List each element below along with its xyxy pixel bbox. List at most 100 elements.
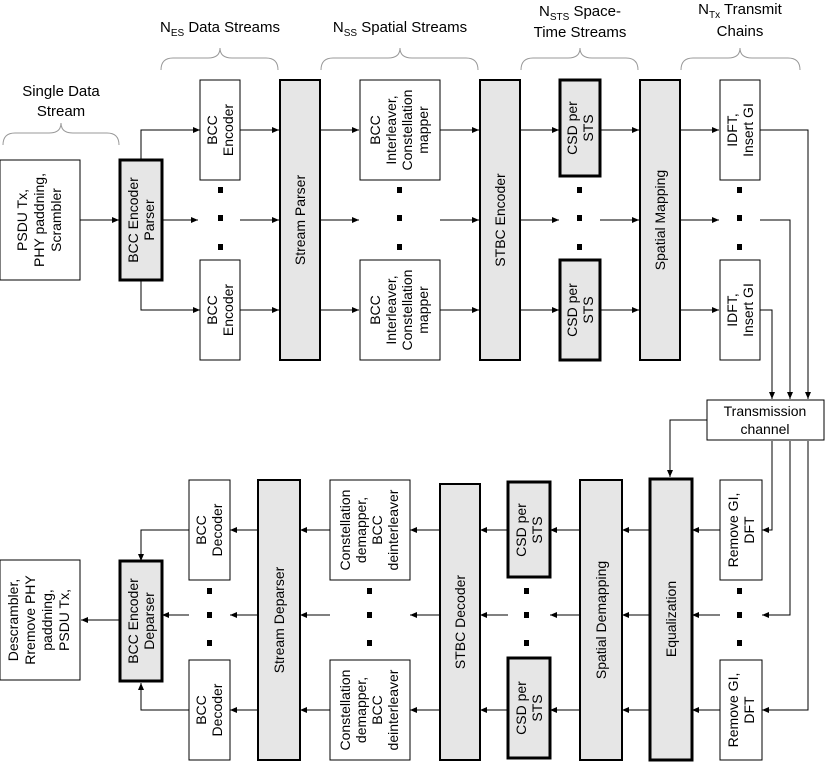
interleaver-top-line2: Interleaver, [383,95,399,164]
deinterleaver-top-line1: Constellation [337,490,353,571]
transmission-channel: Transmission channel [706,399,825,441]
output-line4: PSDU Tx, [56,589,72,651]
csd-rx-top-line2: STS [529,516,545,543]
equalization-label: Equalization [663,581,679,657]
bcc-encoder-parser: BCC Encoder Parser [118,158,164,282]
interleaver-bottom-line3: Constellation [399,270,415,351]
psdu-tx-line1: PSDU Tx, [14,189,30,251]
stbc-decoder: STBC Decoder [439,483,481,761]
csd-tx-bottom-line2: STS [580,296,596,323]
deinterleaver-bottom-line1: Constellation [337,670,353,751]
remove-gi-bottom: Remove GI, DFT [719,659,763,761]
deinterleaver-bottom-line3: BCC [369,695,385,725]
csd-rx-top: CSD per STS [506,480,552,579]
interleaver-top: BCC Interleaver, Constellation mapper [359,79,441,181]
bcc-encoder-top-line2: Encoder [220,104,236,156]
interleaver-bottom: BCC Interleaver, Constellation mapper [359,259,441,361]
output-block: Descrambler, Rremove PHY paddning, PSDU … [0,559,81,681]
bcc-parser-line1: BCC Encoder [125,177,141,263]
csd-rx-bottom: CSD per STS [506,656,552,760]
equalization: Equalization [648,477,694,762]
deinterleaver-bottom: Constellation demapper, BCC deinterleave… [329,659,411,761]
channel-line2: channel [740,421,789,437]
bcc-encoder-bottom: BCC Encoder [199,259,241,361]
csd-tx-top-line1: CSD per [564,101,580,155]
bcc-encoder-bottom-line2: Encoder [220,284,236,336]
idft-top-line1: IDFT, [724,113,740,146]
header-nes: NES Data Streams [160,19,280,39]
header-single-line1: Single Data [22,83,100,100]
remove-gi-bottom-line1: Remove GI, [725,673,741,748]
tx-wires [80,127,811,399]
bcc-parser-line2: Parser [141,199,157,241]
output-line1: Descrambler, [5,579,21,661]
ellipsis-dots [207,187,742,646]
csd-tx-top: CSD per STS [558,78,602,178]
bcc-deparser-line2: Deparser [141,592,157,650]
header-nsts-line1: NSTS Space- [539,3,621,23]
bcc-decoder-top: BCC Decoder [188,479,231,581]
deinterleaver-top-line3: BCC [369,515,385,545]
spatial-mapping-label: Spatial Mapping [652,170,668,270]
remove-gi-top-line1: Remove GI, [725,493,741,568]
spatial-mapping: Spatial Mapping [639,79,681,361]
interleaver-top-line3: Constellation [399,90,415,171]
deinterleaver-top-line4: deinterleaver [385,489,401,570]
psdu-tx-line2: PHY paddning, [31,173,47,267]
interleaver-bottom-line2: Interleaver, [383,275,399,344]
remove-gi-top-line2: DFT [741,516,757,544]
csd-tx-bottom-line1: CSD per [564,283,580,337]
bcc-decoder-bottom-line1: BCC [193,695,209,725]
bcc-encoder-top: BCC Encoder [199,79,241,181]
stbc-encoder: STBC Encoder [479,79,521,361]
bcc-deparser-line1: BCC Encoder [125,578,141,664]
output-line2: Rremove PHY [22,575,38,665]
channel-line1: Transmission [724,403,807,419]
idft-top-line2: Insert GI [740,103,756,157]
header-ntx-line1: NTx Transmit [698,1,782,21]
bcc-encoder-top-line1: BCC [204,115,220,145]
header-nss: NSS Spatial Streams [333,19,467,39]
idft-bottom-line2: Insert GI [740,283,756,337]
remove-gi-bottom-line2: DFT [741,696,757,724]
bcc-decoder-bottom: BCC Decoder [188,659,231,761]
stream-deparser-label: Stream Deparser [271,566,287,673]
csd-tx-top-line2: STS [580,114,596,141]
stream-parser: Stream Parser [279,79,321,361]
output-line3: paddning, [39,589,55,651]
spatial-demapping-label: Spatial Demapping [593,561,609,679]
spatial-demapping: Spatial Demapping [579,479,623,761]
stream-deparser: Stream Deparser [257,479,301,761]
header-single-line2: Stream [37,103,85,120]
interleaver-bottom-line4: mapper [415,286,431,334]
bcc-decoder-bottom-line2: Decoder [209,683,225,736]
interleaver-top-line4: mapper [415,106,431,154]
rx-wires [81,419,809,713]
idft-bottom: IDFT, Insert GI [719,259,761,361]
csd-tx-bottom: CSD per STS [558,258,602,362]
header-braces [2,47,801,146]
header-ntx-line2: Chains [717,23,764,40]
bcc-encoder-bottom-line1: BCC [204,295,220,325]
idft-bottom-line1: IDFT, [724,293,740,326]
bcc-encoder-deparser: BCC Encoder Deparser [118,559,164,683]
stbc-encoder-label: STBC Encoder [492,173,508,267]
bcc-decoder-top-line1: BCC [193,515,209,545]
csd-rx-bottom-line2: STS [529,694,545,721]
deinterleaver-bottom-line2: demapper, [353,677,369,743]
psdu-tx-block: PSDU Tx, PHY paddning, Scrambler [0,159,81,281]
deinterleaver-top: Constellation demapper, BCC deinterleave… [329,479,411,581]
idft-top: IDFT, Insert GI [719,79,761,181]
stbc-decoder-label: STBC Decoder [452,575,468,669]
remove-gi-top: Remove GI, DFT [719,479,763,581]
csd-rx-top-line1: CSD per [513,503,529,557]
csd-rx-bottom-line1: CSD per [513,681,529,735]
interleaver-bottom-line1: BCC [367,295,383,325]
deinterleaver-bottom-line4: deinterleaver [385,669,401,750]
bcc-decoder-top-line2: Decoder [209,503,225,556]
stream-parser-label: Stream Parser [292,175,308,266]
psdu-tx-line3: Scrambler [48,188,64,252]
deinterleaver-top-line2: demapper, [353,497,369,563]
